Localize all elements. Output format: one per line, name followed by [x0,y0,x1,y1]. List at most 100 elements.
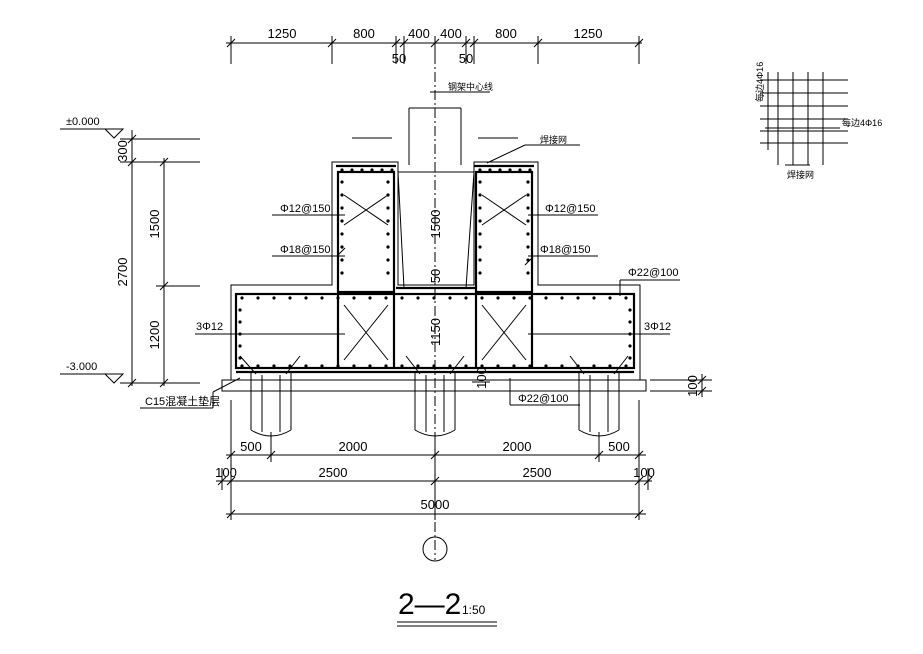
rebar-dot [336,296,340,300]
detail-label-side: 每边4Φ16 [842,117,882,128]
rebar-dot [288,364,292,368]
rebar-dot [526,245,530,249]
rebar-dots [238,168,632,368]
rebar-dot [526,232,530,236]
dim-bottom-100-left: 100 [215,465,237,480]
dim-left-1200: 1200 [147,321,162,350]
rebar-dot [478,258,482,262]
rebar-dot [336,364,340,368]
rebar-dot [526,258,530,262]
dim-top-1250-right: 1250 [574,26,603,41]
label-rebar-22-100-bottom: Φ22@100 [518,393,569,405]
section-scale: 1:50 [462,603,486,617]
rebar-dot [240,364,244,368]
axis-bubble [422,536,448,562]
rebar-dot [368,364,372,368]
rebar-dot [340,258,344,262]
rebar-dot [448,296,452,300]
rebar-dot [576,296,580,300]
rebar-dot [304,296,308,300]
rebar-dot [478,193,482,197]
dim-bottom-2500-right: 2500 [523,465,552,480]
elevation-bottom: -3.000 [66,361,97,373]
dim-bottom-500-left: 500 [240,439,262,454]
rebar-dot [464,364,468,368]
rebar-dot [386,245,390,249]
dim-bottom-total: 5000 [421,497,450,512]
cushion-layer [221,379,647,392]
rebar-dot [608,296,612,300]
label-rebar-18-150-left: Φ18@150 [280,244,331,256]
piles [239,355,629,437]
dim-left-1500: 1500 [147,210,162,239]
detail-label-mesh: 焊接网 [787,169,814,180]
rebar-dot [360,168,364,172]
rebar-dot [352,296,356,300]
dim-top-800-right: 800 [495,26,517,41]
label-weld-mesh: 焊接网 [540,134,567,145]
right-small-dimension [472,371,712,397]
rebar-dot [628,344,632,348]
rebar-dot [432,364,436,368]
dim-inner-1500: 1500 [428,210,443,239]
title-underline [397,621,497,627]
rebar-dot [340,180,344,184]
rebar-dot [628,332,632,336]
rebar-dot [464,296,468,300]
rebar-dot [608,364,612,368]
rebar-dot [238,308,242,312]
rebar-dot [340,232,344,236]
rebar-dot [370,168,374,172]
dim-left-2700: 2700 [115,258,130,287]
rebar-dot [496,364,500,368]
elevation-top: ±0.000 [66,116,100,128]
dim-inner-100: 100 [474,367,489,389]
rebar-dot [272,364,276,368]
label-bar-3-12-right: 3Φ12 [644,321,671,333]
dim-bottom-100-right: 100 [633,465,655,480]
rebar-dot [496,296,500,300]
rebar-dot [256,364,260,368]
rebar-dot [386,258,390,262]
rebar-dot [448,364,452,368]
rebar-dot [386,193,390,197]
rebar-dot [380,168,384,172]
rebar-dot [340,245,344,249]
labels: 1250 800 400 400 800 1250 50 50 钢架中心线 焊接… [66,26,882,621]
dim-top-400-right: 400 [440,26,462,41]
dim-top-50-right: 50 [459,51,473,66]
rebar-dot [526,180,530,184]
rebar-dot [416,364,420,368]
label-center-line: 钢架中心线 [448,81,493,92]
rebar-dot [400,296,404,300]
rebar-dot [288,296,292,300]
rebar-dot [340,206,344,210]
dim-top-1250-left: 1250 [268,26,297,41]
dim-top-400-left: 400 [408,26,430,41]
rebar-dot [340,219,344,223]
dim-bottom-2500-left: 2500 [319,465,348,480]
label-rebar-12-150-left: Φ12@150 [280,203,331,215]
rebar-dot [512,296,516,300]
dim-top-800-left: 800 [353,26,375,41]
dim-right-100: 100 [685,375,700,397]
rebar-dot [386,219,390,223]
rebar-dot [508,168,512,172]
bottom-dimension-lines [216,400,653,520]
rebar-dot [240,296,244,300]
foundation-outline [230,107,641,380]
rebar-dot [272,296,276,300]
label-cushion: C15混凝土垫层 [145,394,220,408]
rebar-dot [544,296,548,300]
rebar-dot [386,180,390,184]
rebar-dot [238,344,242,348]
rebar-dot [478,168,482,172]
dim-bottom-500-right: 500 [608,439,630,454]
rebar-dot [624,364,628,368]
rebar-dot [592,296,596,300]
rebar-dot [518,168,522,172]
rebar-dot [544,364,548,368]
rebar-dot [386,271,390,275]
rebar-dot [488,168,492,172]
rebar-cages [234,164,636,374]
